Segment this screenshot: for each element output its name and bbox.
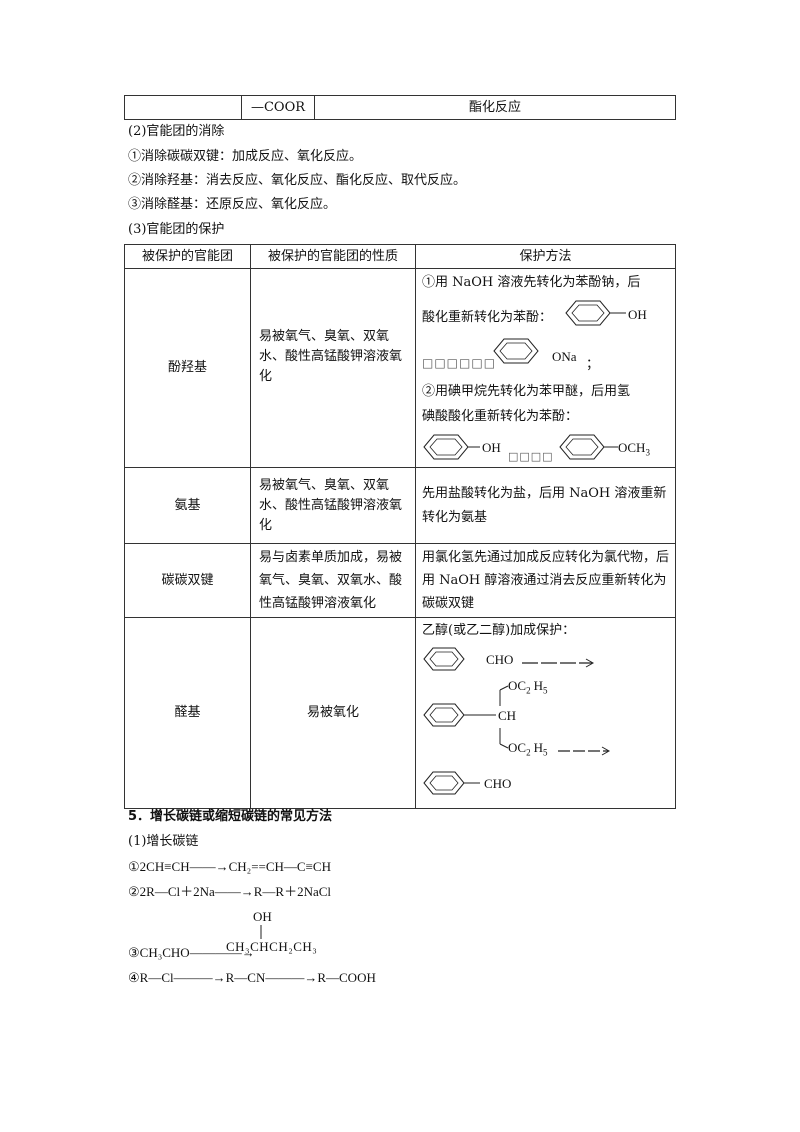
top-table-empty-cell <box>124 95 242 120</box>
header-group: 被保护的官能团 <box>124 244 251 269</box>
top-table-reaction: 酯化反应 <box>314 95 676 120</box>
section5-heading: 5．增长碳链或缩短碳链的常见方法 <box>128 809 333 824</box>
benzene-ring-icon <box>423 771 480 795</box>
phenol-oh-label: OH <box>628 307 647 322</box>
benzene-ring-icon <box>423 703 496 727</box>
row-phenol-group: 酚羟基 <box>124 268 251 468</box>
section5-subheading: (1)增长碳链 <box>128 834 199 849</box>
row-phenol-property: 易被氧气、臭氧、双氧水、酸性高锰酸钾溶液氧化 <box>250 268 416 468</box>
phenol-method-2a: ②用碘甲烷先转化为苯甲醚，后用氢 <box>422 384 631 399</box>
equation-2: ②2R—Cl＋2Na——→R—R＋2NaCl <box>128 884 332 899</box>
section2-item-1: ①消除碳碳双键：加成反应、氧化反应。 <box>128 149 363 164</box>
benzene-ring-icon <box>493 338 539 364</box>
acetal-ch-label: CH <box>498 708 517 723</box>
row-alkene-method: 用氯化氢先通过加成反应转化为氯代物，后用 NaOH 醇溶液通过消去反应重新转化为… <box>415 543 676 618</box>
row-amino-group: 氨基 <box>124 467 251 544</box>
section2-item-3: ③消除醛基：还原反应、氧化反应。 <box>128 197 337 212</box>
phenol-semicolon: ； <box>586 357 600 372</box>
phenol-missing-glyphs-1: □□□□□□ <box>422 356 497 370</box>
benzene-ring-icon <box>423 647 465 671</box>
equation-1: ①2CH≡CH——→CH₂==CH—C≡CH <box>128 859 331 874</box>
benzene-ring-icon <box>565 300 626 326</box>
row-phenol-method: ①用 NaOH 溶液先转化为苯酚钠，后 酸化重新转化为苯酚： OH □□□□□□… <box>415 268 676 468</box>
aldehyde-method-title: 乙醇(或乙二醇)加成保护： <box>422 623 576 638</box>
section3-heading: (3)官能团的保护 <box>128 222 225 237</box>
bond-line-icon <box>499 685 509 749</box>
row-aldehyde-property: 易被氧化 <box>250 617 416 809</box>
phenol-method-1a: ①用 NaOH 溶液先转化为苯酚钠，后 <box>422 275 641 290</box>
section2-item-2: ②消除羟基：消去反应、氧化反应、酯化反应、取代反应。 <box>128 173 467 188</box>
equation-4: ④R—Cl———→R—CN———→R—COOH <box>128 970 376 985</box>
phenol-missing-glyphs-2: □□□□ <box>508 450 554 463</box>
top-table: —COOR 酯化反应 <box>124 95 676 120</box>
phenol-oh-label-2: OH <box>482 440 501 455</box>
header-method: 保护方法 <box>415 244 676 269</box>
equation-3-oh: OH <box>253 909 272 924</box>
aldehyde-cho-label-2: CHO <box>484 776 512 791</box>
row-amino-property: 易被氧气、臭氧、双氧水、酸性高锰酸钾溶液氧化 <box>250 467 416 544</box>
top-table-group: —COOR <box>241 95 315 120</box>
header-property: 被保护的官能团的性质 <box>250 244 416 269</box>
row-aldehyde-group: 醛基 <box>124 617 251 809</box>
benzene-ring-icon <box>559 434 618 460</box>
equation-3-product: CH₃CHCH₂CH₃ <box>226 939 318 954</box>
reaction-arrow-icon <box>558 746 611 756</box>
equation-3-left: ③CH₃CHO————→ <box>128 945 255 960</box>
aldehyde-cho-label: CHO <box>486 652 514 667</box>
benzene-ring-icon <box>423 434 480 460</box>
phenol-method-1b: 酸化重新转化为苯酚： <box>422 310 553 325</box>
phenol-och3-label: OCH3 <box>618 440 650 458</box>
section2-heading: (2)官能团的消除 <box>128 124 225 139</box>
phenol-ona-label: ONa <box>552 349 577 364</box>
reaction-arrow-icon <box>522 658 595 668</box>
phenol-method-2b: 碘酸酸化重新转化为苯酚： <box>422 409 579 424</box>
row-amino-method: 先用盐酸转化为盐，后用 NaOH 溶液重新转化为氨基 <box>415 467 676 544</box>
row-alkene-group: 碳碳双键 <box>124 543 251 618</box>
row-alkene-property: 易与卤素单质加成，易被氧气、臭氧、双氧水、酸性高锰酸钾溶液氧化 <box>250 543 416 618</box>
bond-line-icon <box>260 925 262 939</box>
protection-table: 被保护的官能团 被保护的官能团的性质 保护方法 酚羟基 易被氧气、臭氧、双氧水、… <box>124 244 676 809</box>
